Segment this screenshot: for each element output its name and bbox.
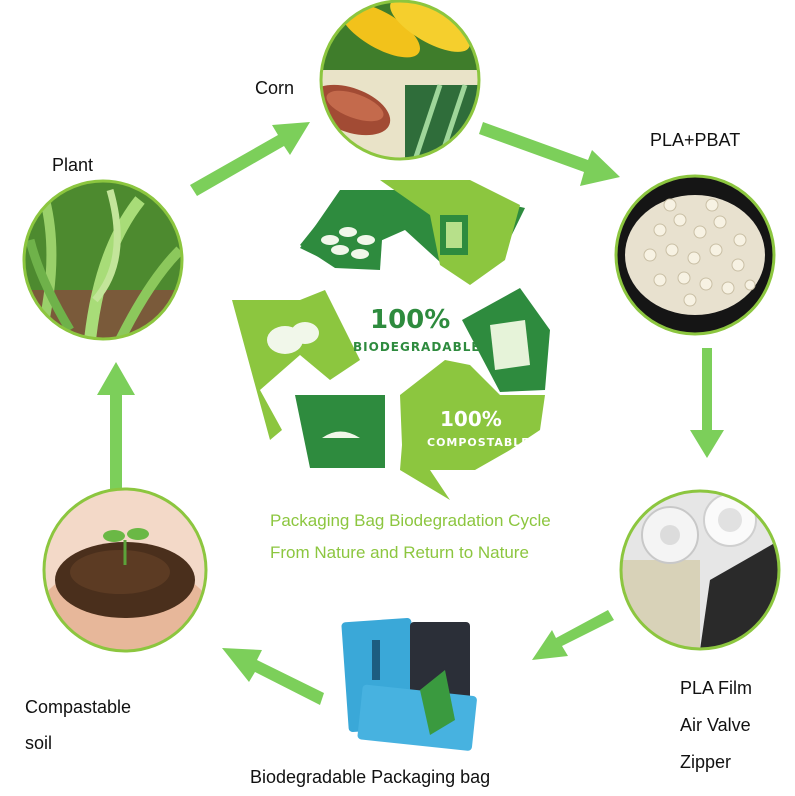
arrow-corn-to-pla — [479, 122, 620, 186]
recycle-card-powder — [295, 395, 385, 468]
compostable-percent: 100% — [440, 407, 502, 431]
recycle-arrow-bottom — [400, 360, 545, 500]
caption-line-1: Packaging Bag Biodegradation Cycle — [270, 511, 551, 530]
label-air-valve: Air Valve — [680, 715, 751, 735]
arrow-plant-to-corn — [190, 122, 310, 196]
arrow-bag-to-soil — [222, 648, 324, 705]
corn-image — [319, 0, 481, 161]
label-packaging-bag: Biodegradable Packaging bag — [250, 767, 491, 787]
pla-pellets-image — [614, 174, 776, 336]
soil-image — [42, 487, 208, 653]
label-corn: Corn — [255, 78, 295, 98]
packaging-bag-image — [341, 617, 477, 751]
label-plant: Plant — [52, 155, 94, 175]
pla-film-image — [619, 489, 781, 651]
biodegradable-percent: 100% — [370, 305, 451, 335]
compostable-label: COMPOSTABLE — [427, 436, 530, 449]
biodegradable-label: BIODEGRADABLE — [353, 340, 481, 354]
recycle-symbol — [232, 180, 550, 500]
recycle-arrow-left — [232, 290, 360, 440]
label-zipper: Zipper — [680, 752, 732, 772]
caption-line-2: From Nature and Return to Nature — [270, 543, 529, 562]
label-compost-soil-1: Compastable — [25, 697, 132, 717]
plant-image — [22, 179, 184, 341]
cycle-arrows — [97, 122, 724, 705]
arrow-film-to-bag — [532, 610, 614, 660]
arrow-soil-to-plant — [97, 362, 135, 490]
label-compost-soil-2: soil — [25, 733, 53, 753]
arrow-pla-to-film — [690, 348, 724, 458]
label-pla-film: PLA Film — [680, 678, 753, 698]
label-pla-pbat: PLA+PBAT — [650, 130, 741, 150]
